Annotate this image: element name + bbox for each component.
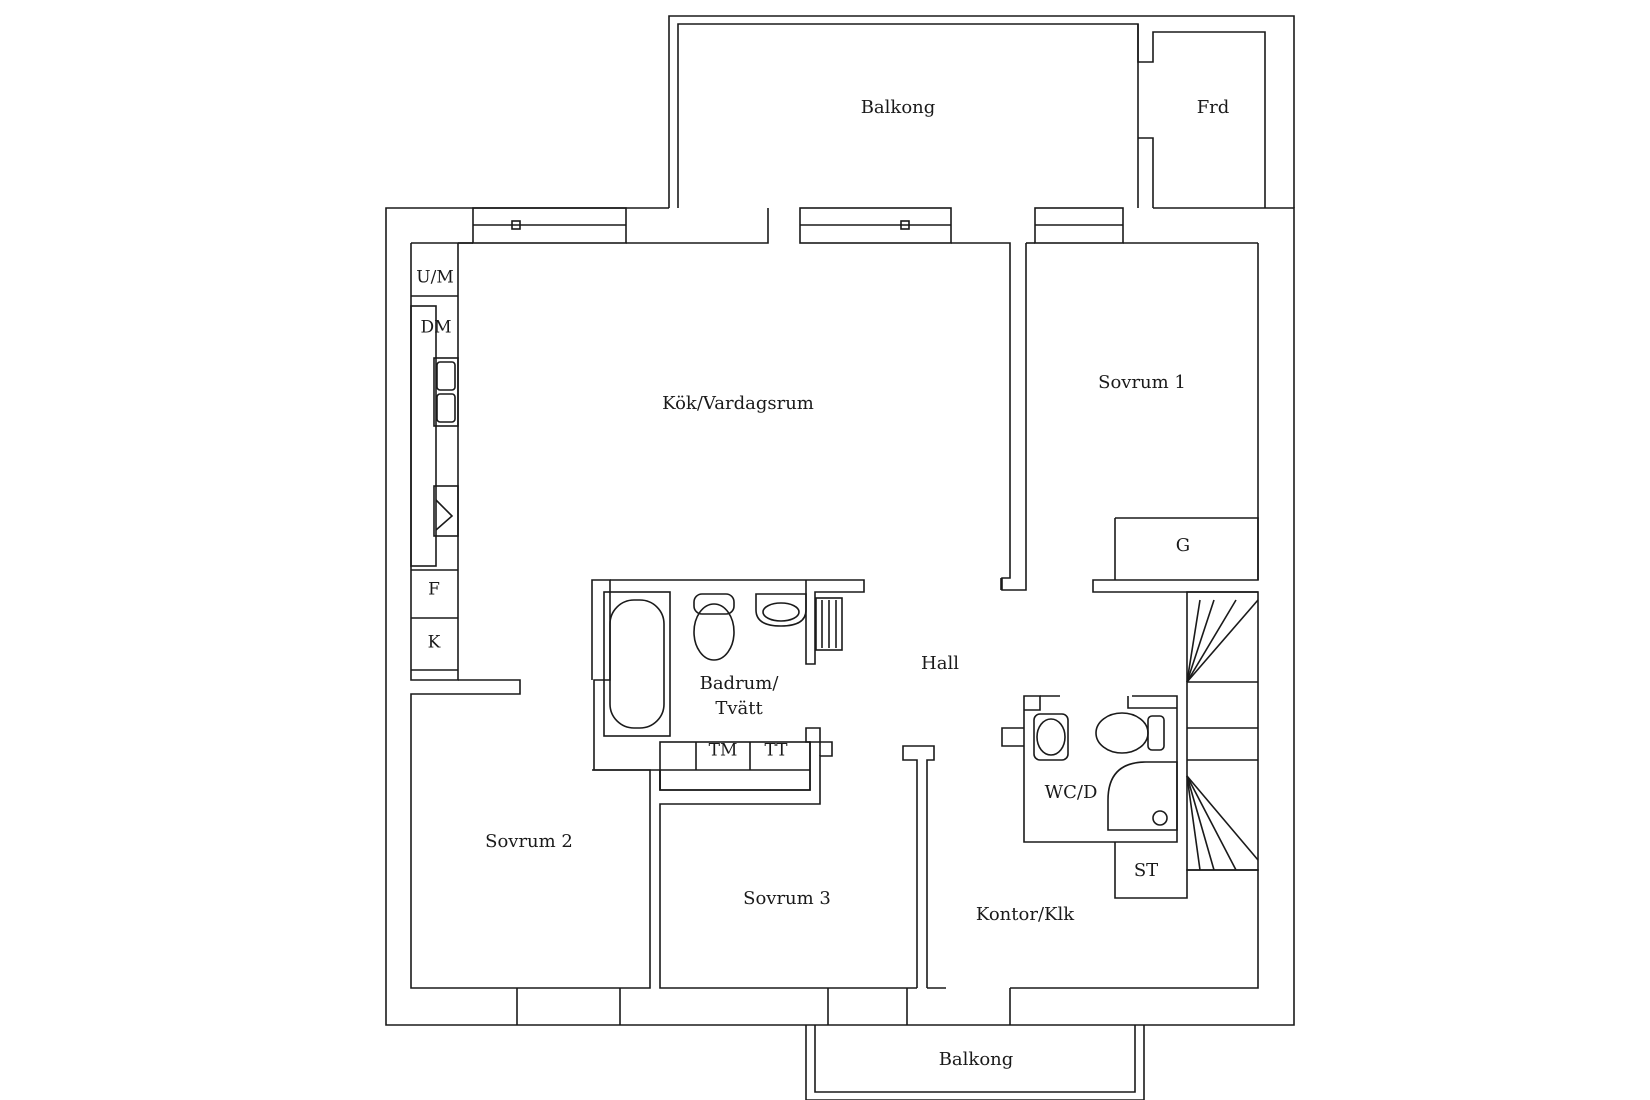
laundry-machines (659, 741, 811, 791)
radiator-icon (815, 597, 843, 651)
room-label-kontor-klk: Kontor/Klk (976, 904, 1075, 925)
room-label-frd: Frd (1197, 97, 1230, 118)
room-label-hall: Hall (921, 653, 959, 674)
fixture-label-k: K (428, 633, 441, 653)
windows-top (472, 207, 1124, 244)
fixture-labels: U/M DM F K TM TT (416, 268, 788, 761)
washbasin-icon (755, 593, 807, 627)
toilet-icon (693, 593, 735, 661)
room-label-balkong-top: Balkong (861, 97, 936, 118)
staircase (1186, 591, 1259, 871)
fixture-label-um: U/M (416, 268, 453, 288)
interior-walls (410, 208, 1259, 1025)
room-label-st: ST (1134, 860, 1158, 881)
room-label-wc-d: WC/D (1045, 782, 1098, 803)
room-label-balkong-bottom: Balkong (939, 1049, 1014, 1070)
fixture-label-tm: TM (709, 741, 738, 761)
room-label-badrum: Badrum/ (700, 673, 780, 694)
fixture-label-f: F (428, 580, 440, 600)
wc-toilet-icon (1095, 712, 1165, 754)
room-label-sovrum-1: Sovrum 1 (1098, 372, 1186, 393)
fixture-label-tt: TT (765, 741, 789, 761)
wc-washbasin-icon (1033, 713, 1069, 761)
balcony-bottom (805, 1025, 1145, 1100)
balcony-top (668, 15, 1295, 208)
room-label-g: G (1176, 535, 1190, 556)
room-label-kok-vardagsrum: Kök/Vardagsrum (662, 393, 814, 414)
room-label-sovrum-3: Sovrum 3 (743, 888, 831, 909)
room-label-tvatt: Tvätt (715, 698, 763, 719)
outer-walls (385, 207, 1295, 1026)
fixture-label-dm: DM (420, 318, 451, 338)
shower-icon (1107, 761, 1178, 831)
room-labels: Balkong Frd Kök/Vardagsrum Sovrum 1 G Ha… (485, 97, 1229, 1070)
stove-icon (433, 485, 459, 537)
kitchen-counter (410, 295, 458, 671)
room-label-sovrum-2: Sovrum 2 (485, 831, 573, 852)
sink-icon (433, 357, 459, 427)
bathtub-icon (603, 591, 671, 737)
